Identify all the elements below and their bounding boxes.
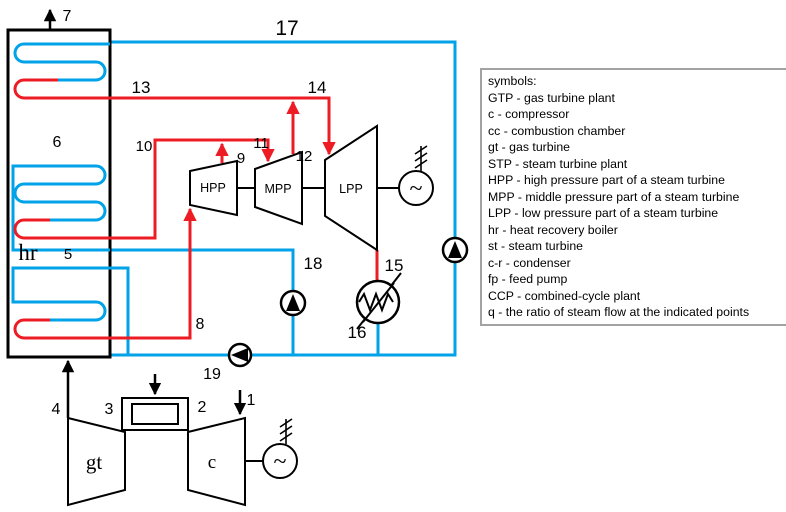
legend-line: fp - feed pump: [488, 272, 568, 286]
legend-line: LPP - low pressure part of a steam turbi…: [488, 206, 719, 220]
boiler-middle-coil-red: [13, 218, 110, 240]
pump-arrow-up-icon: [286, 294, 300, 311]
label-3: 3: [105, 401, 114, 418]
lp-turbine: [324, 124, 378, 252]
reheat-line-10-11: [110, 138, 275, 240]
gas-turbine: [67, 416, 126, 507]
steam-line-13-14: [110, 96, 336, 156]
water-line-17-loop: [110, 40, 457, 357]
label-2: 2: [198, 399, 207, 416]
label-17: 17: [275, 17, 298, 40]
label-lpp: LPP: [339, 182, 363, 196]
compressor: [187, 416, 246, 507]
label-11: 11: [253, 135, 269, 152]
label-6: 6: [53, 134, 62, 151]
boiler-bottom-coil-red: [13, 318, 110, 340]
steam-generator-brush-icon: [414, 145, 428, 171]
label-gt: gt: [86, 450, 103, 474]
legend-line: GTP - gas turbine plant: [488, 90, 615, 105]
label-4: 4: [52, 401, 61, 418]
label-7: 7: [63, 8, 72, 25]
label-5: 5: [64, 246, 72, 263]
boiler-top-coil-blue: [13, 42, 110, 82]
label-8: 8: [196, 316, 205, 333]
label-mpp: MPP: [264, 182, 291, 196]
legend-line: c-r - condenser: [488, 255, 571, 270]
label-19: 19: [203, 366, 221, 383]
condenser-cooling-line-inner: [362, 282, 395, 323]
hp-turbine: [189, 159, 238, 217]
legend-line: HPP - high pressure part of a steam turb…: [488, 173, 725, 187]
legend-line: STP - steam turbine plant: [488, 156, 628, 171]
legend-line: st - steam turbine: [488, 239, 583, 253]
gas-generator: [262, 443, 298, 479]
pump-arrow-left-icon: [231, 348, 248, 362]
gas-generator-sine-icon: ~: [274, 449, 287, 475]
legend-line: hr - heat recovery boiler: [488, 222, 618, 237]
combustion-chamber-inner: [131, 403, 179, 425]
feedwater-line-18: [110, 248, 295, 355]
steam-line-8: [110, 207, 197, 340]
label-14: 14: [308, 78, 327, 97]
condenser-tube-zigzag-icon: [358, 291, 394, 313]
label-1: 1: [247, 392, 256, 409]
circulation-pump: [441, 236, 469, 264]
pump-arrow-up-icon: [448, 241, 462, 258]
label-18: 18: [304, 254, 323, 273]
legend-line: MPP - middle pressure part of a steam tu…: [488, 189, 740, 204]
label-15: 15: [385, 256, 404, 275]
condensate-pump-19: [227, 342, 253, 368]
label-hpp: HPP: [200, 181, 226, 195]
legend-line: gt - gas turbine: [488, 140, 571, 154]
legend-line: CCP - combined-cycle plant: [488, 288, 641, 303]
label-10: 10: [136, 138, 153, 155]
label-12: 12: [296, 148, 313, 165]
label-hr: hr: [18, 240, 38, 265]
label-9: 9: [237, 150, 245, 167]
feed-pump-18: [279, 289, 307, 317]
label-16: 16: [348, 323, 367, 342]
boiler-top-coil-red: [13, 78, 110, 100]
steam-generator: [398, 170, 434, 206]
legend-line: cc - combustion chamber: [488, 123, 626, 138]
legend-title: symbols:: [488, 74, 537, 88]
label-c: c: [208, 452, 216, 473]
symbols-legend: symbols: GTP - gas turbine plant c - com…: [480, 68, 786, 326]
label-13: 13: [132, 78, 151, 97]
mp-turbine: [254, 150, 303, 226]
steam-generator-sine-icon: ~: [410, 176, 423, 202]
gas-generator-brush-icon: [279, 418, 293, 444]
boiler-bottom-coil-blue: [11, 266, 130, 355]
legend-line: q - the ratio of steam flow at the indic…: [488, 305, 750, 319]
legend-line: c - compressor: [488, 107, 570, 121]
boiler-middle-coil-blue: [11, 164, 110, 252]
